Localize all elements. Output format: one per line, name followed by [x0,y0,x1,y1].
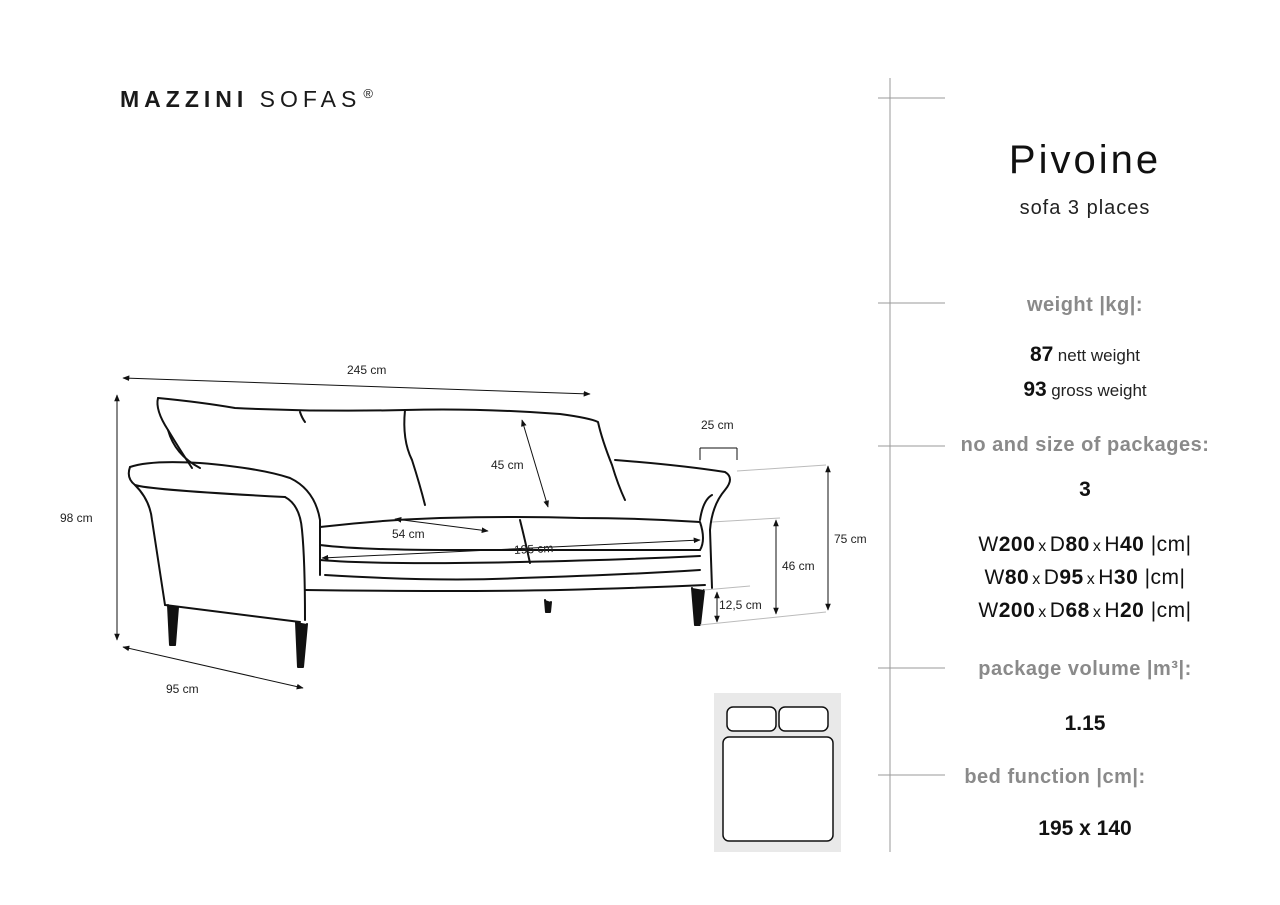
pkg-w: 200 [998,599,1036,622]
dim-line-seat-depth [394,517,489,533]
volume-number: 1.15 [1064,712,1106,735]
pkg-sep: x [1086,571,1096,588]
pkg-d: 80 [1065,533,1090,556]
brand-name-light: SOFAS [259,86,362,112]
sofa-outline [127,397,731,668]
pkg-prefix: W [984,566,1005,589]
gross-weight: 93 gross weight [950,378,1220,402]
pkg-prefix: W [978,533,999,556]
pkg-prefix: D [1049,599,1066,622]
pkg-prefix: H [1098,566,1114,589]
pkg-h: 20 [1119,599,1145,622]
dim-line-width [122,375,591,397]
pkg-unit: |cm| [1144,566,1186,589]
packages-count-value: 3 [1079,478,1091,501]
pkg-sep: x [1092,538,1102,555]
product-subtitle: sofa 3 places [1019,197,1151,219]
pkg-sep: x [1032,571,1041,588]
volume-label: package volume |m³|: [978,658,1192,680]
dim-width-total: 245 cm [347,363,387,377]
pkg-w: 80 [1004,566,1030,589]
dim-line-back [521,419,549,508]
spec-rule [878,78,945,852]
nett-weight: 87 nett weight [950,343,1220,367]
product-title: Pivoine [1008,138,1162,182]
brand-logo: MAZZINI SOFAS® [120,86,373,113]
pkg-prefix: W [978,599,999,622]
pkg-prefix: D [1049,533,1066,556]
pkg-w: 200 [998,533,1036,556]
pkg-sep: x [1038,538,1047,555]
pkg-h: 30 [1113,566,1139,589]
dim-seat-height: 46 cm [782,559,815,573]
dim-height-total: 98 cm [60,511,93,525]
dim-line-seat-width [321,537,701,561]
dim-seat-depth: 54 cm [392,527,425,541]
packages-label: no and size of packages: [960,434,1210,456]
dim-line-depth [122,645,304,690]
gross-weight-value: 93 [1023,378,1047,401]
pkg-prefix: D [1043,566,1060,589]
pkg-h: 40 [1119,533,1145,556]
dim-depth-total: 95 cm [166,682,199,696]
bed-function-diagram [714,693,841,852]
pkg-sep: x [1092,604,1102,621]
pkg-d: 68 [1065,599,1090,622]
pkg-unit: |cm| [1150,599,1192,622]
dim-back-depth: 45 cm [491,458,524,472]
dim-leg-height: 12,5 cm [719,598,762,612]
brand-name-bold: MAZZINI [120,86,249,112]
bed-label: bed function |cm|: [964,766,1146,788]
registered-mark: ® [363,86,373,102]
bed-size: 195 x 140 [1038,817,1132,840]
pkg-prefix: H [1104,533,1120,556]
nett-weight-value: 87 [1029,343,1054,366]
weight-label: weight |kg|: [1026,294,1144,316]
nett-weight-label: nett weight [1057,346,1141,365]
packages-count: 3 [950,478,1220,502]
dimension-lines [114,375,831,690]
pkg-d: 95 [1059,566,1084,589]
bed-value: 195 x 140 [950,817,1220,841]
pkg-unit: |cm| [1150,533,1192,556]
gross-weight-label: gross weight [1051,381,1147,400]
volume-value: 1.15 [950,712,1220,736]
pkg-prefix: H [1104,599,1120,622]
dim-arm-height: 75 cm [834,532,867,546]
dim-armrest-width: 25 cm [701,418,734,432]
dim-seat-width: 195 cm [513,540,554,558]
pkg-sep: x [1038,604,1047,621]
